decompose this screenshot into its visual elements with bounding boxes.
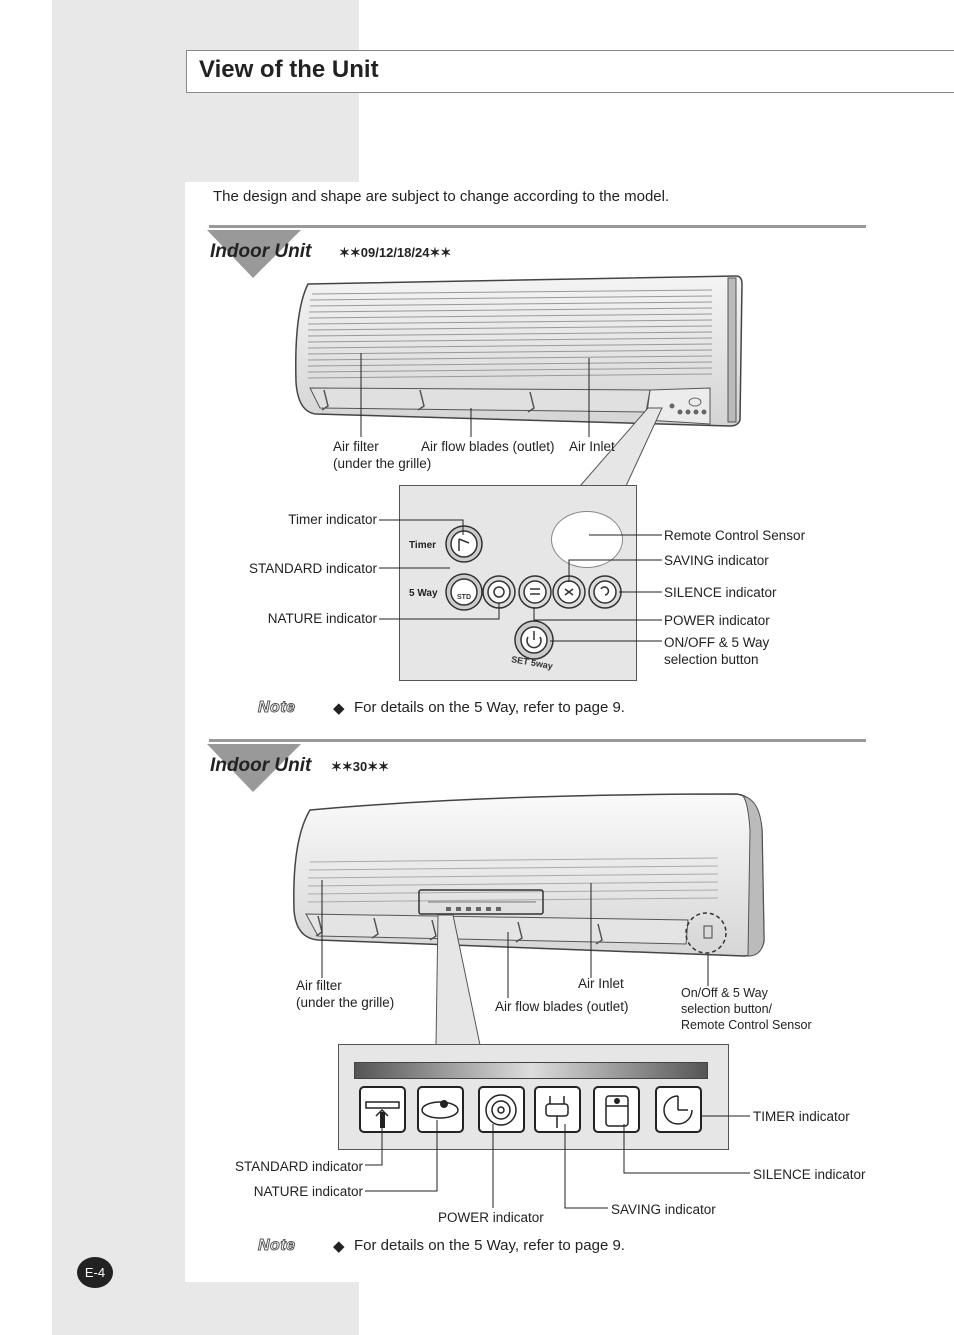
saving-indicator-label: SAVING indicator <box>664 553 769 568</box>
u2-air-filter-sub-label: (under the grille) <box>296 995 395 1010</box>
silence-indicator-label: SILENCE indicator <box>664 585 777 600</box>
panel-5way-text: 5 Way <box>409 588 438 599</box>
u2-onoff-label-line2: selection button/ <box>681 1002 773 1016</box>
section2-rule <box>209 739 866 742</box>
u2-power-indicator-label: POWER indicator <box>438 1210 544 1225</box>
page-title: View of the Unit <box>199 56 379 83</box>
panel-timer-text: Timer <box>409 540 437 551</box>
u2-onoff-label-line3: Remote Control Sensor <box>681 1018 812 1032</box>
note-1-text: For details on the 5 Way, refer to page … <box>354 699 625 716</box>
intro-text: The design and shape are subject to chan… <box>213 188 670 205</box>
onoff-label-line2: selection button <box>664 652 759 667</box>
section1-model: ✶✶09/12/18/24✶✶ <box>339 245 452 260</box>
section2-title: Indoor Unit <box>210 755 312 776</box>
panel-2-display-bar <box>354 1062 708 1079</box>
u1-air-filter-label: Air filter <box>333 439 379 454</box>
note-2-label: Note <box>258 1237 296 1255</box>
section1-title: Indoor Unit <box>210 241 312 262</box>
u2-air-inlet-label: Air Inlet <box>578 976 624 991</box>
note-2-bullet: ◆ <box>333 1238 345 1255</box>
title-box <box>186 50 954 93</box>
section1-rule <box>209 225 866 228</box>
section1-triangle <box>207 230 301 278</box>
indoor-unit-1-illustration <box>295 275 743 427</box>
u2-air-flow-blades-label: Air flow blades (outlet) <box>495 999 629 1014</box>
u1-air-inlet-label: Air Inlet <box>569 439 615 454</box>
u2-onoff-label-line1: On/Off & 5 Way <box>681 986 768 1000</box>
page-number-badge: E-4 <box>77 1257 113 1288</box>
u2-timer-indicator-label: TIMER indicator <box>753 1109 850 1124</box>
timer-indicator-label: Timer indicator <box>288 512 377 527</box>
u2-nature-indicator-label: NATURE indicator <box>253 1184 363 1199</box>
u1-air-flow-blades-label: Air flow blades (outlet) <box>421 439 555 454</box>
panel-1-buttons: STD SET 5way <box>445 525 622 671</box>
remote-sensor-window <box>551 511 623 568</box>
u2-air-filter-label: Air filter <box>296 978 342 993</box>
u2-silence-indicator-label: SILENCE indicator <box>753 1167 866 1182</box>
section2-triangle <box>207 744 301 792</box>
remote-sensor-label: Remote Control Sensor <box>664 528 806 543</box>
u2-saving-indicator-label: SAVING indicator <box>611 1202 716 1217</box>
u2-standard-indicator-label: STANDARD indicator <box>234 1159 363 1174</box>
svg-text:STD: STD <box>457 594 471 601</box>
onoff-label-line1: ON/OFF & 5 Way <box>664 635 770 650</box>
standard-indicator-label: STANDARD indicator <box>248 561 377 576</box>
nature-indicator-label: NATURE indicator <box>267 611 377 626</box>
indoor-unit-2-illustration <box>293 793 765 957</box>
note-1-bullet: ◆ <box>333 700 345 717</box>
note-2-text: For details on the 5 Way, refer to page … <box>354 1237 625 1254</box>
section2-model: ✶✶30✶✶ <box>331 759 390 774</box>
u1-air-filter-sub-label: (under the grille) <box>333 456 432 471</box>
power-indicator-label: POWER indicator <box>664 613 770 628</box>
note-1-label: Note <box>258 699 296 717</box>
